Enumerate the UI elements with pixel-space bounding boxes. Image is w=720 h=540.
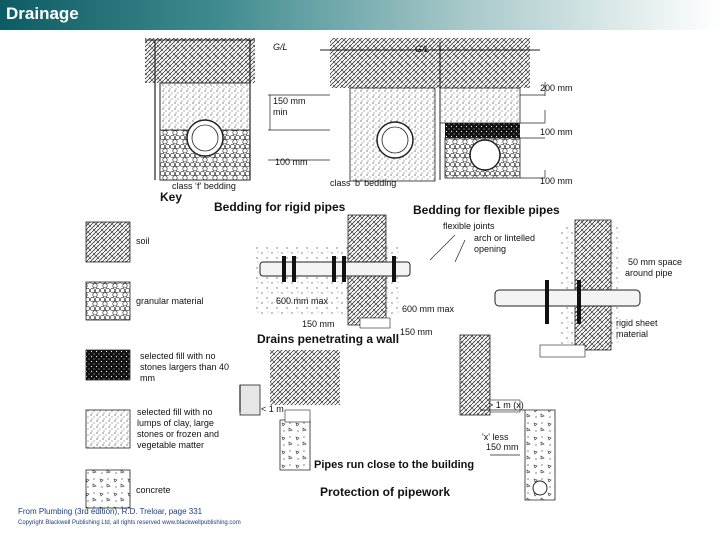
key-selected-fill-no-lumps-label: selected fill with no lumps of clay, lar…	[137, 407, 220, 450]
class-b-label: class ‘b’ bedding	[330, 178, 397, 188]
rigid-bedding-section	[145, 38, 255, 181]
citation: From Plumbing (3rd edition), R.D. Treloa…	[18, 507, 203, 516]
dim-150-label: 150 mm	[273, 96, 306, 106]
dim-lt-1m-label: < 1 m	[261, 404, 284, 414]
dim-100-left-label: 100 mm	[275, 157, 308, 167]
copyright: Copyright Blackwell Publishing Ltd, all …	[18, 520, 241, 526]
x-150-label: 150 mm	[486, 442, 519, 452]
flexible-bedding-section	[320, 38, 540, 182]
key-soil-label: soil	[136, 236, 150, 246]
dim-100-right-top-label: 100 mm	[540, 127, 573, 137]
flexible-joints-label: flexible joints	[443, 221, 495, 231]
key-title: Key	[160, 190, 183, 204]
gl-label-left: G/L	[273, 42, 288, 52]
rigid-bedding-title: Bedding for rigid pipes	[214, 200, 346, 214]
wall-penetration-drawing	[255, 214, 641, 358]
dim-150-wall-right-label: 150 mm	[400, 327, 433, 337]
dim-150-wall-left-label: 150 mm	[302, 319, 335, 329]
dim-600-left-label: 600 mm max	[276, 296, 329, 306]
page-title: Drainage	[6, 4, 79, 23]
protection-title: Protection of pipework	[320, 485, 451, 499]
gl-label-right: G/L	[415, 44, 430, 54]
key-swatches	[85, 221, 131, 509]
close-pipes-title: Pipes run close to the building	[314, 459, 475, 471]
key-concrete-label: concrete	[136, 485, 171, 495]
arch-lintelled-label: arch or lintelled	[474, 233, 536, 243]
space-label-line2: around pipe	[625, 268, 673, 278]
rigid-sheet-label-line1: rigid sheet	[616, 318, 658, 328]
dim-600-right-label: 600 mm max	[402, 304, 455, 314]
space-label-line1: 50 mm space	[628, 257, 683, 267]
key-granular-label: granular material	[136, 296, 204, 306]
bedding-dimension-lines	[268, 82, 546, 179]
title-bar: Drainage	[0, 0, 720, 30]
class-f-label: class ‘f’ bedding	[172, 181, 236, 191]
wall-section-title: Drains penetrating a wall	[257, 332, 400, 346]
flexible-bedding-title: Bedding for flexible pipes	[413, 203, 560, 217]
rigid-sheet-label-line2: material	[616, 329, 649, 339]
dim-min-label: min	[273, 107, 288, 117]
x-less-label: 'x' less	[482, 432, 509, 442]
opening-label: opening	[474, 244, 507, 254]
key-selected-fill-40mm-label: selected fill with no stones largers tha…	[140, 351, 230, 383]
dim-gt-1m-label: > 1 m (x)	[488, 400, 524, 410]
dim-100-right-bottom-label: 100 mm	[540, 176, 573, 186]
dim-200-label: 200 mm	[540, 83, 573, 93]
close-pipes-drawing	[239, 334, 556, 501]
